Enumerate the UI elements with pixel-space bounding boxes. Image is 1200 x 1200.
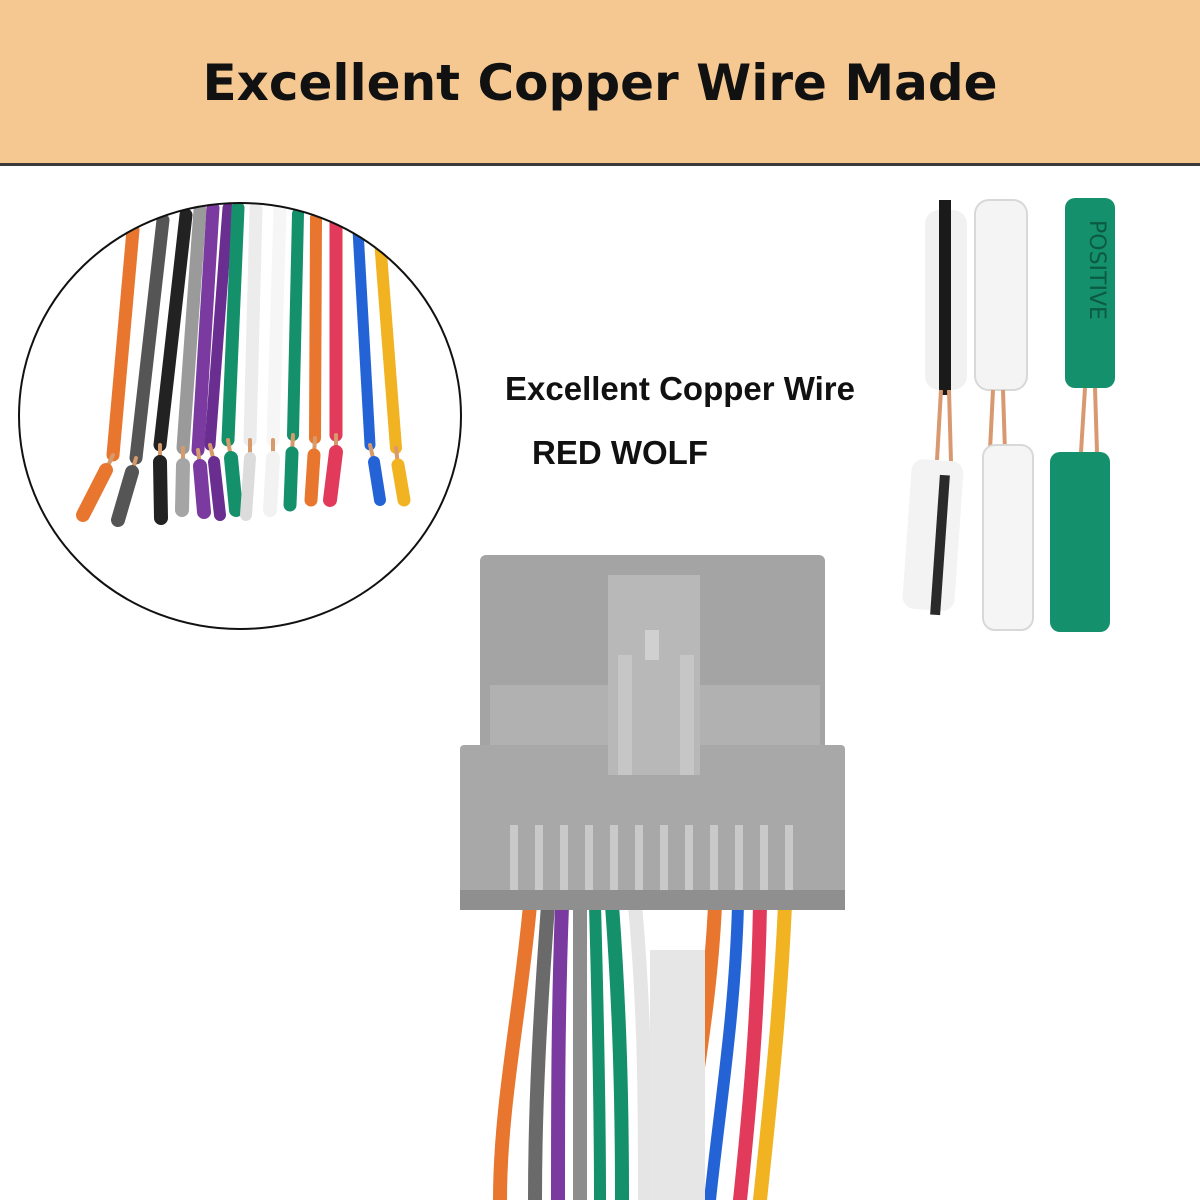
wire-imprint-top: POSITIVE	[1084, 220, 1109, 320]
wiring-harness-connector-image	[460, 555, 845, 1200]
stripped-wires-circle-image	[18, 202, 462, 630]
wire-closeup-image: POSITIVE	[902, 198, 1115, 632]
caption-line-1: Excellent Copper Wire	[505, 370, 855, 407]
header-banner: Excellent Copper Wire Made	[0, 0, 1200, 166]
caption-brand-name: RED WOLF	[532, 434, 708, 471]
banner-title: Excellent Copper Wire Made	[202, 54, 998, 112]
